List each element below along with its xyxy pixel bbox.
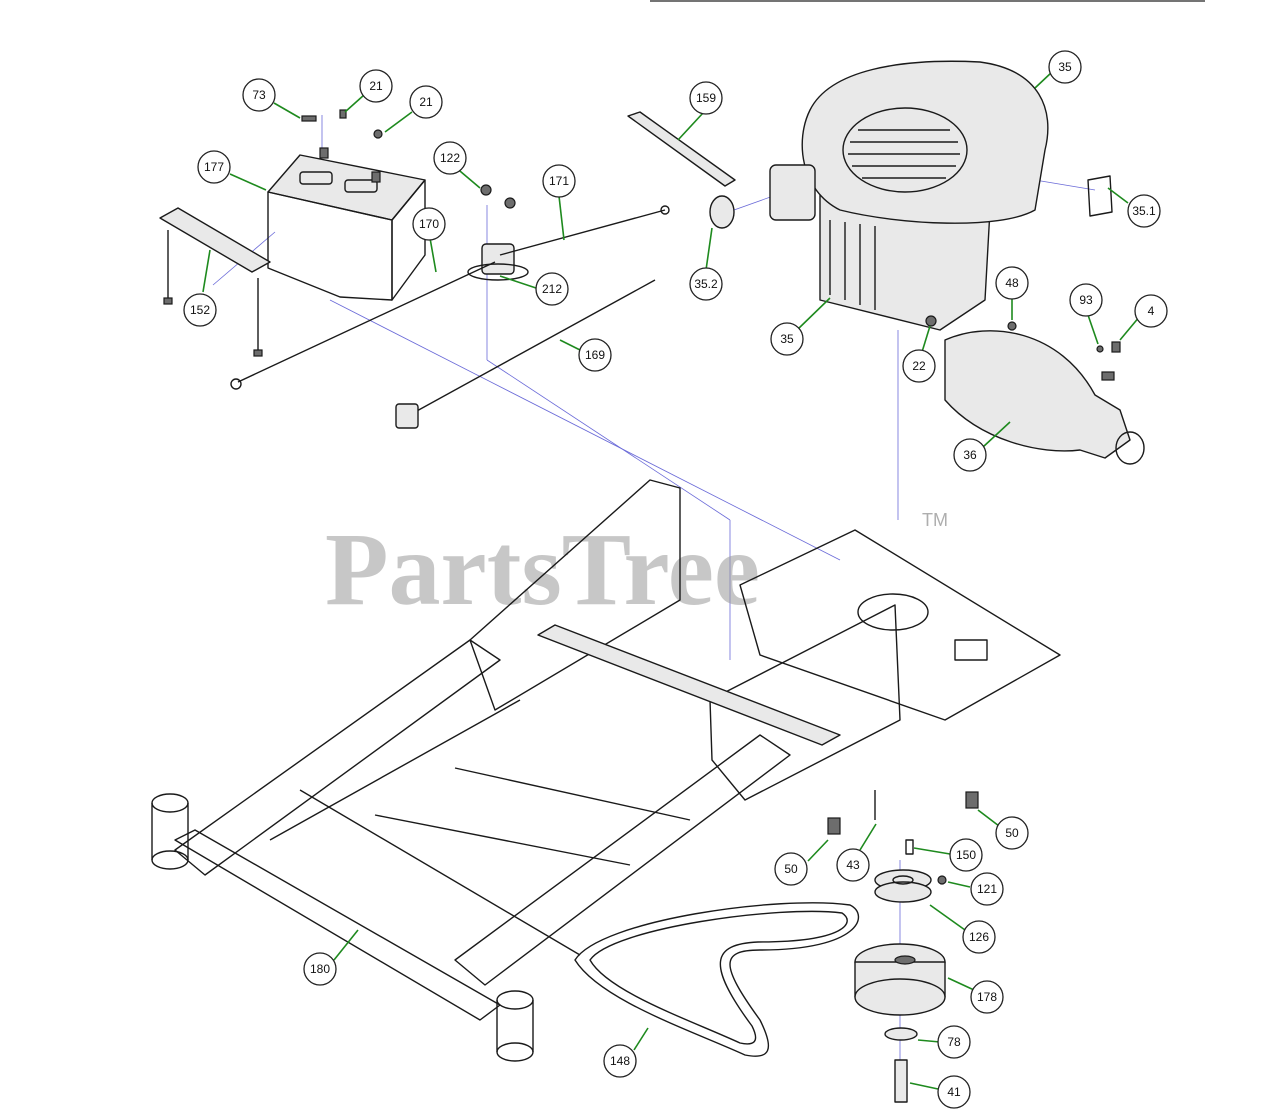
engine-cooling-fins	[829, 220, 876, 310]
callout-21-top-label: 21	[369, 79, 383, 93]
watermark-text: PartsTree	[325, 512, 760, 627]
callout-21-lower[interactable]: 21	[409, 85, 443, 119]
callout-93[interactable]: 93	[1069, 283, 1103, 317]
callout-48[interactable]: 48	[995, 266, 1029, 300]
callout-35-1[interactable]: 35.1	[1127, 194, 1161, 228]
solenoid-212	[467, 184, 529, 281]
bolt-41	[894, 1059, 908, 1103]
callout-36-label: 36	[963, 448, 977, 462]
leader-lines	[202, 71, 1141, 1090]
callout-169[interactable]: 169	[578, 338, 612, 372]
engine-35	[769, 60, 1049, 331]
callout-148-label: 148	[610, 1054, 630, 1068]
battery-177	[267, 147, 426, 301]
bolt-50-right	[965, 791, 979, 809]
callout-21-lower-label: 21	[419, 95, 433, 109]
callout-22-label: 22	[912, 359, 926, 373]
callout-126[interactable]: 126	[962, 920, 996, 954]
fuel-line-159	[627, 111, 736, 187]
battery-cable-171	[499, 205, 670, 256]
callout-35-top-label: 35	[1058, 60, 1072, 74]
callout-50-right[interactable]: 50	[995, 816, 1029, 850]
callout-150[interactable]: 150	[949, 838, 983, 872]
callout-43-label: 43	[846, 858, 860, 872]
callout-159-label: 159	[696, 91, 716, 105]
callout-4[interactable]: 4	[1134, 294, 1168, 328]
key-150	[905, 839, 914, 855]
clutch-178	[854, 943, 946, 1016]
battery-cable-170	[230, 261, 496, 390]
callout-126-label: 126	[969, 930, 989, 944]
callout-78-label: 78	[947, 1035, 961, 1049]
callout-35-2[interactable]: 35.2	[689, 267, 723, 301]
callout-212[interactable]: 212	[535, 272, 569, 306]
washer-78	[884, 1027, 918, 1041]
watermark-tm: TM	[922, 510, 948, 530]
callout-177[interactable]: 177	[197, 150, 231, 184]
callout-180[interactable]: 180	[303, 952, 337, 986]
callout-21-top[interactable]: 21	[359, 69, 393, 103]
callout-177-label: 177	[204, 160, 224, 174]
cable-169	[395, 279, 656, 429]
frame-180	[151, 479, 1061, 1062]
callout-50-left[interactable]: 50	[774, 852, 808, 886]
callout-180-label: 180	[310, 962, 330, 976]
callout-170[interactable]: 170	[412, 207, 446, 241]
engine-hardware	[925, 315, 1104, 353]
battery-bolts	[301, 109, 383, 139]
callout-41[interactable]: 41	[937, 1075, 971, 1109]
callout-35-lower-label: 35	[780, 332, 794, 346]
callout-178[interactable]: 178	[970, 980, 1004, 1014]
callout-171-label: 171	[549, 174, 569, 188]
callout-93-label: 93	[1079, 293, 1093, 307]
callout-35-2-label: 35.2	[694, 277, 718, 291]
callout-121-label: 121	[977, 882, 997, 896]
callout-50-left-label: 50	[784, 862, 798, 876]
callout-152-label: 152	[190, 303, 210, 317]
callout-43[interactable]: 43	[836, 848, 870, 882]
bolt-50-left	[827, 817, 841, 835]
callout-212-label: 212	[542, 282, 562, 296]
belt-148	[574, 902, 860, 1057]
callout-73[interactable]: 73	[242, 78, 276, 112]
fuel-filter-35-2	[709, 195, 735, 229]
battery-hold-down-152	[159, 207, 271, 357]
callout-73-label: 73	[252, 88, 266, 102]
callout-35-lower[interactable]: 35	[770, 322, 804, 356]
callout-121[interactable]: 121	[970, 872, 1004, 906]
callout-36[interactable]: 36	[953, 438, 987, 472]
callout-22[interactable]: 22	[902, 349, 936, 383]
callout-35-top[interactable]: 35	[1048, 50, 1082, 84]
callout-122-label: 122	[440, 151, 460, 165]
callout-171[interactable]: 171	[542, 164, 576, 198]
callout-50-right-label: 50	[1005, 826, 1019, 840]
callout-170-label: 170	[419, 217, 439, 231]
engine-grille	[848, 129, 960, 179]
callout-35-1-label: 35.1	[1132, 204, 1156, 218]
gasket-35-1	[1087, 175, 1113, 217]
callout-150-label: 150	[956, 848, 976, 862]
callout-4-label: 4	[1148, 304, 1155, 318]
callout-41-label: 41	[947, 1085, 961, 1099]
callout-122[interactable]: 122	[433, 141, 467, 175]
callout-148[interactable]: 148	[603, 1044, 637, 1078]
callout-78[interactable]: 78	[937, 1025, 971, 1059]
callout-152[interactable]: 152	[183, 293, 217, 327]
callout-178-label: 178	[977, 990, 997, 1004]
set-screw-121	[937, 875, 947, 885]
callout-48-label: 48	[1005, 276, 1019, 290]
callout-159[interactable]: 159	[689, 81, 723, 115]
callout-169-label: 169	[585, 348, 605, 362]
muffler-36	[944, 330, 1145, 465]
pulley-126	[874, 869, 932, 903]
